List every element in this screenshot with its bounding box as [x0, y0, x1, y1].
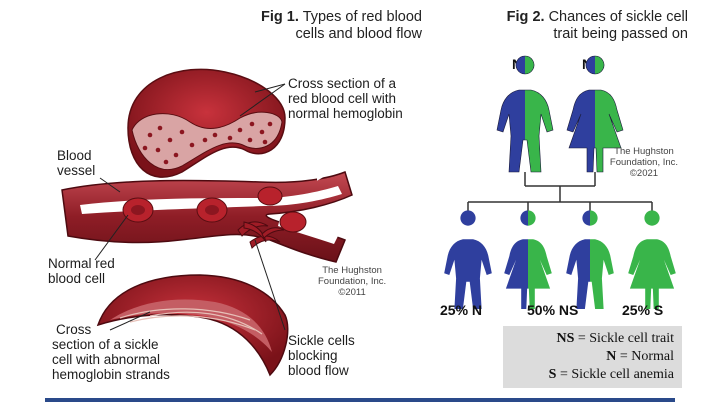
normal-rbc-cross-section — [127, 68, 286, 178]
legend-row-n: N = Normal — [606, 349, 674, 364]
fig1-title-line2: cells and blood flow — [295, 26, 422, 42]
fig2-title: Fig 2. Chances of sickle cell trait bein… — [468, 9, 688, 43]
legend-row-s: S = Sickle cell anemia — [548, 367, 674, 382]
pct-trait-label: 50% NS — [527, 302, 579, 318]
label-cross-section-sickle: Cross section of a sickle cell with abno… — [52, 322, 170, 382]
sickle-cells-cluster — [237, 221, 285, 249]
label-sickle-blocking: Sickle cells blocking blood flow — [288, 333, 355, 378]
fig1-number: Fig 1. — [261, 9, 299, 25]
child-1-figure — [444, 210, 492, 309]
fig1-leader-lines — [94, 83, 286, 331]
label-normal-red-blood-cell: Normal red blood cell — [48, 256, 115, 286]
bottom-divider-bar — [45, 398, 675, 402]
fig1-title: Fig 1. Types of red blood cells and bloo… — [222, 9, 422, 43]
fig1-title-line1: Types of red blood — [302, 9, 422, 25]
child-3-figure — [566, 210, 614, 309]
label-cross-section-normal: Cross section of a red blood cell with n… — [288, 76, 403, 121]
fig2-title-line1: Chances of sickle cell — [548, 9, 688, 25]
fig2-number: Fig 2. — [506, 9, 545, 25]
child-4-figure — [628, 210, 676, 309]
normal-rbcs — [122, 186, 307, 233]
parent-1-figure — [496, 55, 554, 173]
legend-box: NS = Sickle cell trait N = Normal S = Si… — [503, 326, 682, 388]
pct-sickle-label: 25% S — [622, 302, 664, 318]
pct-normal-label: 25% N — [440, 302, 483, 318]
fig2-title-line2: trait being passed on — [553, 26, 688, 42]
child-2-figure — [504, 210, 552, 309]
fig2-credit: The Hughston Foundation, Inc. ©2021 — [609, 146, 679, 179]
label-blood-vessel: Blood vessel — [57, 148, 96, 178]
sickle-cell-cross-section — [96, 274, 289, 377]
legend-row-ns: NS = Sickle cell trait — [556, 331, 674, 346]
fig1-credit: The Hughston Foundation, Inc. ©2011 — [318, 265, 387, 298]
